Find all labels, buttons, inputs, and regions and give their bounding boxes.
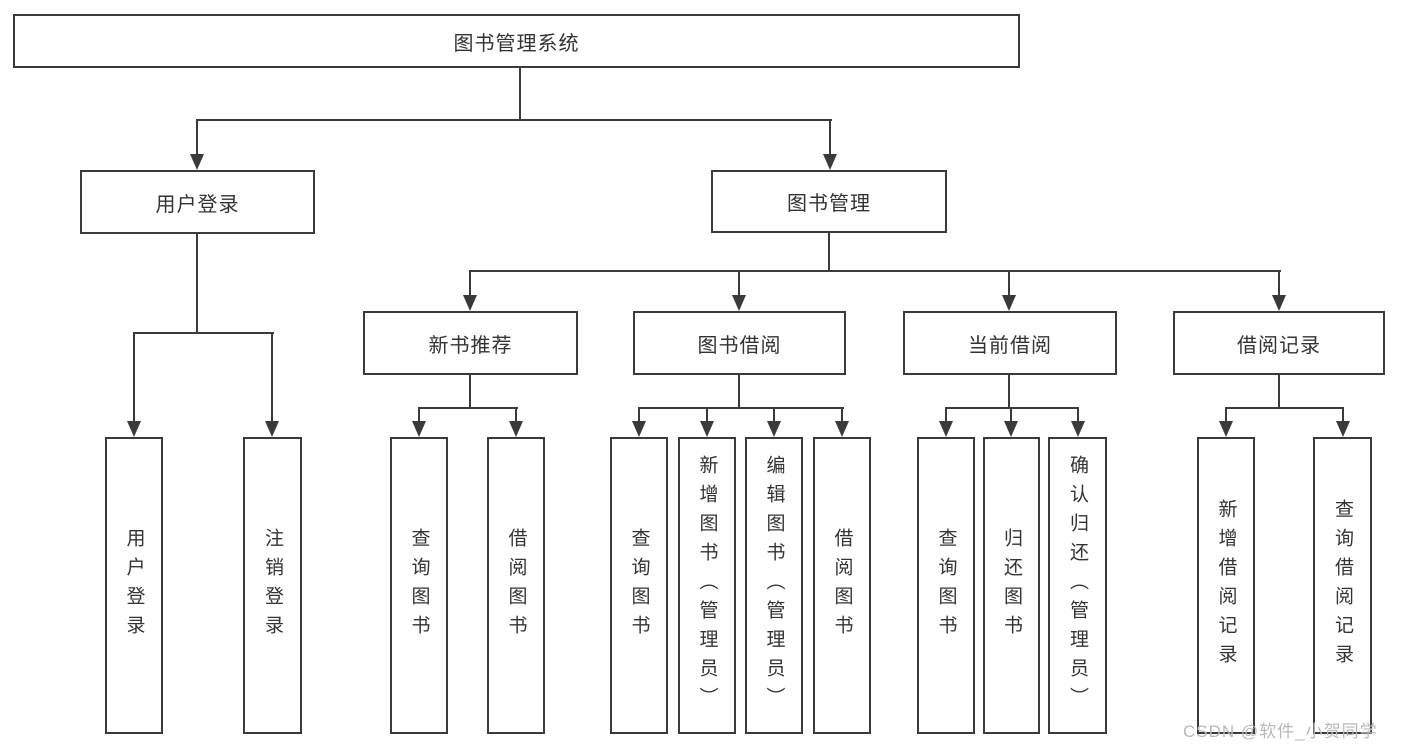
csdn-watermark: CSDN @软件_小贺同学 bbox=[1183, 722, 1378, 741]
arrowhead-icon bbox=[1219, 421, 1233, 437]
connector-line bbox=[829, 119, 831, 155]
connector-line bbox=[1008, 375, 1010, 409]
arrowhead-icon bbox=[412, 421, 426, 437]
arrowhead-icon bbox=[1071, 421, 1085, 437]
connector-line bbox=[828, 233, 830, 272]
connector-line bbox=[196, 119, 832, 121]
leaf-user-login: 用户登录 bbox=[105, 437, 163, 734]
connector-line bbox=[469, 375, 471, 409]
connector-line bbox=[1278, 270, 1280, 296]
leaf-current-query-books: 查询图书 bbox=[917, 437, 975, 734]
connector-line bbox=[945, 407, 947, 422]
connector-line bbox=[418, 407, 518, 409]
connector-line bbox=[196, 234, 198, 334]
leaf-newbooks-borrow-books: 借阅图书 bbox=[487, 437, 545, 734]
connector-line bbox=[706, 407, 708, 422]
leaf-borrowing-edit-books-admin: 编辑图书（管理员） bbox=[745, 437, 803, 734]
arrowhead-icon bbox=[1336, 421, 1350, 437]
connector-line bbox=[418, 407, 420, 422]
leaf-borrowing-add-books-admin: 新增图书（管理员） bbox=[678, 437, 736, 734]
connector-line bbox=[196, 119, 198, 155]
node-book-borrowing: 图书借阅 bbox=[633, 311, 846, 375]
arrowhead-icon bbox=[190, 154, 204, 170]
leaf-logout: 注销登录 bbox=[243, 437, 302, 734]
node-new-book-recommend: 新书推荐 bbox=[363, 311, 578, 375]
leaf-borrowing-borrow-books: 借阅图书 bbox=[813, 437, 871, 734]
connector-line bbox=[638, 407, 640, 422]
connector-line bbox=[1010, 407, 1012, 422]
connector-line bbox=[271, 332, 273, 422]
connector-line bbox=[133, 332, 274, 334]
node-borrowing-records: 借阅记录 bbox=[1173, 311, 1385, 375]
node-current-borrowing: 当前借阅 bbox=[903, 311, 1117, 375]
arrowhead-icon bbox=[1272, 295, 1286, 311]
arrowhead-icon bbox=[732, 295, 746, 311]
arrowhead-icon bbox=[265, 421, 279, 437]
arrowhead-icon bbox=[835, 421, 849, 437]
arrowhead-icon bbox=[939, 421, 953, 437]
leaf-borrowing-query-books: 查询图书 bbox=[610, 437, 668, 734]
arrowhead-icon bbox=[127, 421, 141, 437]
leaf-current-return-books: 归还图书 bbox=[983, 437, 1040, 734]
leaf-current-confirm-return-admin: 确认归还（管理员） bbox=[1048, 437, 1107, 734]
arrowhead-icon bbox=[700, 421, 714, 437]
connector-line bbox=[1342, 407, 1344, 422]
connector-line bbox=[945, 407, 1079, 409]
node-user-login: 用户登录 bbox=[80, 170, 315, 234]
connector-line bbox=[1008, 270, 1010, 296]
connector-line bbox=[469, 270, 471, 296]
arrowhead-icon bbox=[1002, 295, 1016, 311]
arrowhead-icon bbox=[509, 421, 523, 437]
connector-line bbox=[841, 407, 843, 422]
leaf-newbooks-query-books: 查询图书 bbox=[390, 437, 448, 734]
connector-line bbox=[738, 270, 740, 296]
connector-line bbox=[469, 270, 1281, 272]
node-library-system: 图书管理系统 bbox=[13, 14, 1020, 68]
arrowhead-icon bbox=[767, 421, 781, 437]
node-book-management: 图书管理 bbox=[711, 170, 947, 233]
connector-line bbox=[773, 407, 775, 422]
connector-line bbox=[738, 375, 740, 409]
connector-line bbox=[133, 332, 135, 422]
leaf-records-query-record: 查询借阅记录 bbox=[1313, 437, 1372, 734]
connector-line bbox=[519, 68, 521, 121]
connector-line bbox=[1225, 407, 1344, 409]
arrowhead-icon bbox=[632, 421, 646, 437]
connector-line bbox=[515, 407, 517, 422]
connector-line bbox=[1077, 407, 1079, 422]
arrowhead-icon bbox=[463, 295, 477, 311]
arrowhead-icon bbox=[1004, 421, 1018, 437]
arrowhead-icon bbox=[823, 154, 837, 170]
leaf-records-add-record: 新增借阅记录 bbox=[1197, 437, 1255, 734]
connector-line bbox=[1278, 375, 1280, 409]
connector-line bbox=[1225, 407, 1227, 422]
connector-line bbox=[638, 407, 844, 409]
